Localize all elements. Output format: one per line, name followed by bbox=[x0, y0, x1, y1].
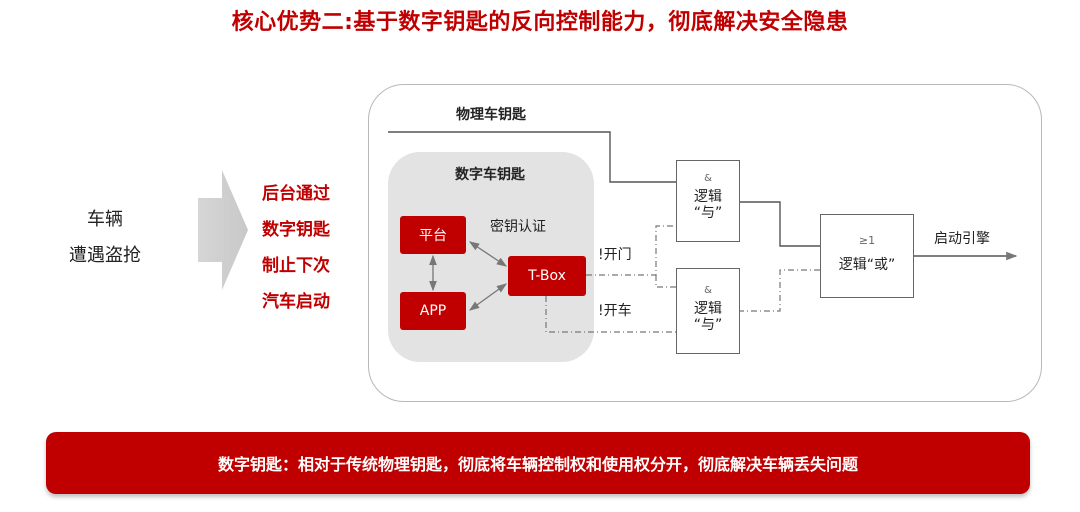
start-car-label: !开车 bbox=[598, 303, 632, 319]
red-line-2: 数字钥匙 bbox=[262, 220, 330, 240]
key-auth-label: 密钥认证 bbox=[490, 219, 546, 235]
or-symbol: ≥1 bbox=[858, 234, 876, 247]
tbox-box: T-Box bbox=[508, 256, 586, 296]
vehicle-label: 车辆 bbox=[87, 209, 123, 230]
logic-and-gate-bottom: & 逻辑 “与” bbox=[676, 268, 740, 354]
red-line-3: 制止下次 bbox=[262, 256, 330, 276]
and-symbol: & bbox=[704, 285, 712, 296]
logic-and-gate-top: & 逻辑 “与” bbox=[676, 160, 740, 242]
platform-box: 平台 bbox=[400, 216, 466, 254]
app-box: APP bbox=[400, 292, 466, 330]
red-line-1: 后台通过 bbox=[262, 184, 330, 204]
gate-text-line1: 逻辑 bbox=[694, 301, 722, 317]
gate-text-line1: 逻辑 bbox=[694, 189, 722, 205]
red-line-4: 汽车启动 bbox=[262, 292, 330, 312]
logic-or-gate: ≥1 逻辑“或” bbox=[820, 214, 914, 298]
physical-key-label: 物理车钥匙 bbox=[456, 107, 526, 123]
engine-start-label: 启动引擎 bbox=[934, 231, 990, 247]
gate-text-line2: “与” bbox=[693, 317, 723, 333]
page-title: 核心优势二:基于数字钥匙的反向控制能力，彻底解决安全隐患 bbox=[231, 10, 849, 35]
digital-key-label: 数字车钥匙 bbox=[455, 167, 525, 183]
gate-or-text: 逻辑“或” bbox=[838, 257, 896, 273]
gate-text-line2: “与” bbox=[693, 205, 723, 221]
footer-banner: 数字钥匙：相对于传统物理钥匙，彻底将车辆控制权和使用权分开，彻底解决车辆丢失问题 bbox=[46, 432, 1030, 494]
stolen-label: 遭遇盗抢 bbox=[69, 245, 141, 266]
and-symbol: & bbox=[704, 173, 712, 184]
open-door-label: !开门 bbox=[598, 247, 632, 263]
chevron-arrow-icon bbox=[198, 170, 248, 290]
